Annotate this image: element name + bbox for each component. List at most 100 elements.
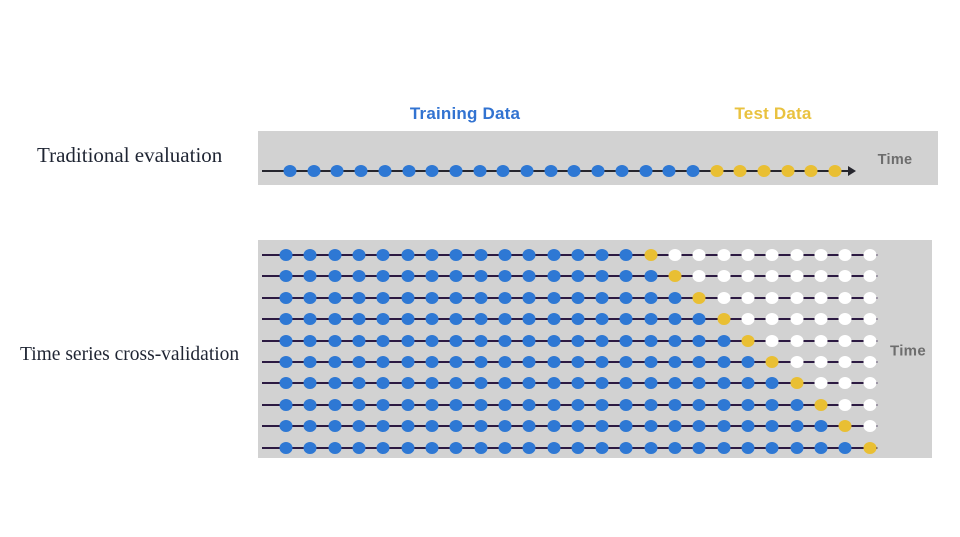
- data-point-train: [352, 334, 366, 347]
- data-point-future: [863, 334, 877, 347]
- data-point-train: [522, 441, 536, 454]
- data-point-train: [692, 356, 706, 368]
- data-point-train: [303, 249, 317, 261]
- data-point-train: [279, 291, 293, 304]
- data-point-train: [619, 377, 633, 390]
- data-point-train: [571, 270, 585, 283]
- data-point-train: [378, 165, 392, 177]
- data-point-test: [781, 165, 795, 177]
- data-point-test: [804, 165, 818, 177]
- data-point-train: [330, 165, 344, 177]
- data-point-train: [644, 356, 658, 368]
- data-point-train: [279, 398, 293, 411]
- data-point-train: [279, 334, 293, 347]
- data-point-train: [376, 334, 390, 347]
- data-point-train: [303, 313, 317, 326]
- data-point-train: [352, 249, 366, 261]
- data-point-train: [522, 249, 536, 261]
- data-point-test: [814, 398, 828, 411]
- data-point-train: [303, 398, 317, 411]
- data-point-train: [425, 334, 439, 347]
- data-point-train: [522, 334, 536, 347]
- data-point-train: [474, 270, 488, 283]
- data-point-train: [303, 420, 317, 433]
- data-point-train: [352, 377, 366, 390]
- data-point-train: [765, 377, 779, 390]
- data-point-train: [496, 165, 510, 177]
- data-point-train: [401, 270, 415, 283]
- data-point-train: [303, 441, 317, 454]
- data-point-train: [547, 377, 561, 390]
- data-point-train: [814, 441, 828, 454]
- data-point-train: [522, 313, 536, 326]
- data-point-train: [376, 313, 390, 326]
- data-point-future: [838, 398, 852, 411]
- data-point-train: [571, 420, 585, 433]
- data-point-future: [765, 334, 779, 347]
- data-point-future: [741, 249, 755, 261]
- data-point-test: [644, 249, 658, 261]
- data-point-future: [765, 249, 779, 261]
- data-point-train: [644, 291, 658, 304]
- data-point-train: [790, 420, 804, 433]
- data-point-train: [619, 420, 633, 433]
- data-point-train: [619, 291, 633, 304]
- data-point-train: [615, 165, 629, 177]
- data-point-train: [474, 377, 488, 390]
- data-point-train: [619, 398, 633, 411]
- data-point-future: [814, 270, 828, 283]
- data-point-future: [838, 270, 852, 283]
- data-point-test: [710, 165, 724, 177]
- data-point-train: [692, 398, 706, 411]
- data-point-future: [814, 313, 828, 326]
- data-point-future: [838, 356, 852, 368]
- data-point-train: [473, 165, 487, 177]
- data-point-train: [619, 334, 633, 347]
- data-point-train: [401, 291, 415, 304]
- data-point-train: [279, 420, 293, 433]
- data-point-train: [328, 249, 342, 261]
- data-point-future: [741, 270, 755, 283]
- data-point-train: [279, 270, 293, 283]
- data-point-future: [863, 356, 877, 368]
- data-point-train: [838, 441, 852, 454]
- data-point-train: [449, 313, 463, 326]
- data-point-train: [401, 377, 415, 390]
- data-point-train: [328, 441, 342, 454]
- data-point-train: [595, 270, 609, 283]
- data-point-train: [547, 441, 561, 454]
- data-point-future: [863, 291, 877, 304]
- data-point-train: [307, 165, 321, 177]
- data-point-train: [619, 356, 633, 368]
- data-point-train: [474, 249, 488, 261]
- data-point-train: [303, 270, 317, 283]
- data-point-future: [790, 249, 804, 261]
- data-point-future: [668, 249, 682, 261]
- data-point-train: [401, 334, 415, 347]
- data-point-train: [522, 420, 536, 433]
- data-point-future: [692, 270, 706, 283]
- data-point-train: [595, 313, 609, 326]
- data-point-train: [668, 313, 682, 326]
- data-point-future: [814, 291, 828, 304]
- data-point-train: [498, 291, 512, 304]
- data-point-train: [449, 270, 463, 283]
- data-point-train: [401, 398, 415, 411]
- data-point-train: [376, 420, 390, 433]
- data-point-test: [757, 165, 771, 177]
- data-point-train: [571, 398, 585, 411]
- data-point-train: [522, 398, 536, 411]
- data-point-train: [595, 398, 609, 411]
- data-point-future: [814, 334, 828, 347]
- data-point-train: [401, 249, 415, 261]
- data-point-train: [692, 420, 706, 433]
- data-point-future: [717, 270, 731, 283]
- data-point-train: [717, 398, 731, 411]
- data-point-train: [376, 377, 390, 390]
- data-point-train: [474, 334, 488, 347]
- data-point-train: [474, 441, 488, 454]
- data-point-train: [401, 313, 415, 326]
- data-point-train: [741, 398, 755, 411]
- data-point-train: [668, 377, 682, 390]
